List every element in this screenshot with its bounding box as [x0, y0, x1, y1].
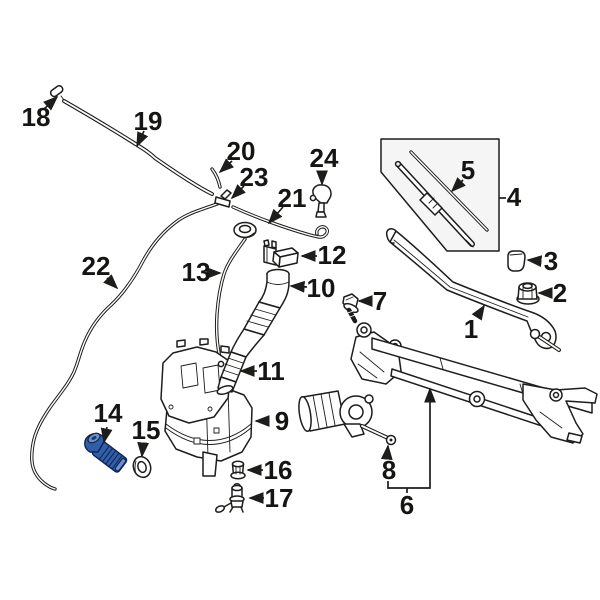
part-label-7: 7 [373, 286, 387, 316]
hose-connector-23 [214, 189, 232, 208]
part-label-1: 1 [464, 314, 478, 344]
washer-reservoir [160, 338, 253, 477]
wiper-motor [298, 390, 397, 446]
leader-3 [526, 255, 543, 268]
part-label-15: 15 [132, 415, 161, 445]
part-label-23: 23 [240, 162, 269, 192]
leader-15 [137, 441, 150, 458]
leader-6-bracket [387, 387, 436, 489]
wiper-linkage-assembly [350, 322, 598, 444]
part-label-8: 8 [382, 455, 396, 485]
part-label-17: 17 [265, 483, 294, 513]
part-label-3: 3 [544, 246, 558, 276]
wiper-blade-refill [409, 150, 489, 232]
wiper-blade-kit-box [380, 138, 500, 252]
part-label-12: 12 [318, 240, 347, 270]
hose-bracket-12 [263, 239, 299, 268]
leader-1 [471, 304, 485, 321]
hose-piece-20 [210, 167, 222, 189]
washer-hose-19 [62, 99, 214, 196]
leader-arrows [42, 95, 553, 504]
pump-grommet [132, 455, 152, 479]
part-label-19: 19 [134, 106, 163, 136]
part-label-24: 24 [310, 143, 339, 173]
washer-hose-21 [231, 205, 329, 239]
leader-20 [218, 158, 235, 174]
reservoir-cap-16 [230, 460, 246, 480]
part-label-18: 18 [22, 102, 51, 132]
part-label-14: 14 [94, 398, 123, 428]
part-label-21: 21 [278, 183, 307, 213]
leader-14 [100, 426, 113, 444]
washer-hose-22 [30, 202, 219, 491]
part-label-4: 4 [507, 182, 522, 212]
part-label-11: 11 [257, 356, 285, 386]
part-label-16: 16 [264, 455, 293, 485]
leader-18 [42, 95, 59, 111]
leader-19 [136, 130, 149, 148]
leader-21 [267, 206, 284, 225]
part-label-2: 2 [553, 278, 567, 308]
part-label-5: 5 [461, 155, 475, 185]
linkage-bolt [342, 293, 359, 324]
part-label-10: 10 [307, 273, 336, 303]
leader-23 [230, 184, 246, 200]
leader-10 [289, 280, 308, 293]
leader-5 [450, 177, 466, 193]
reservoir-filler-neck [216, 268, 290, 395]
washer-nozzle-24 [309, 184, 332, 218]
part-label-9: 9 [275, 406, 289, 436]
leader-22 [103, 274, 119, 290]
hose-grommet [233, 221, 257, 239]
washer-pump-highlighted [84, 432, 128, 473]
hose-13-fitting [217, 360, 225, 368]
part-label-22: 22 [82, 251, 111, 281]
part-label-13: 13 [182, 257, 211, 287]
wiper-pivot-cap [507, 250, 526, 272]
part-label-20: 20 [227, 136, 256, 166]
wiper-blade [394, 160, 475, 248]
hose-end-cap-18 [49, 84, 65, 101]
wiper-arm-nut [516, 282, 540, 305]
part-label-6: 6 [400, 490, 414, 520]
leader-8 [380, 444, 393, 461]
washer-level-sensor [215, 483, 245, 513]
